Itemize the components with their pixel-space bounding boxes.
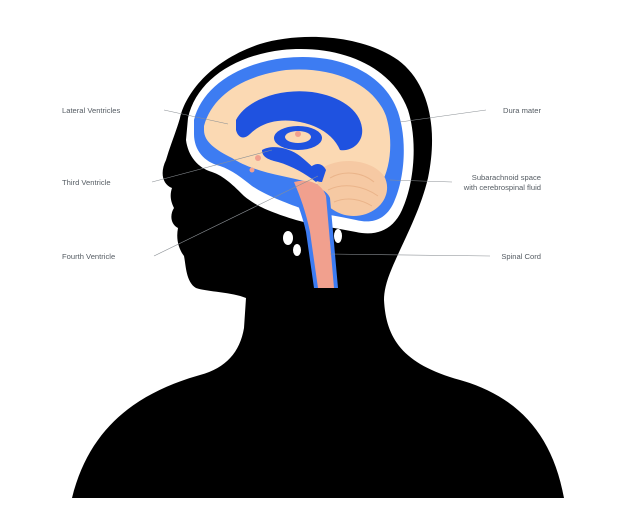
node-left-upper [283,231,293,245]
label-third-ventricle: Third Ventricle [62,178,111,187]
leader-dura-mater [399,109,487,123]
node-right [334,229,342,243]
label-dura-mater: Dura mater [503,106,541,115]
leader-spinal-cord [329,253,491,257]
pituitary [249,167,255,173]
leader-lateral-ventricles [163,109,229,125]
label-fourth-ventricle: Fourth Ventricle [62,252,115,261]
cerebellum-folia [327,172,379,207]
leader-subarachnoid [389,179,453,183]
label-spinal-cord: Spinal Cord [501,252,541,261]
label-lateral-ventricles: Lateral Ventricles [62,106,120,115]
leader-fourth-ventricle [153,175,319,257]
cerebellum [317,161,388,217]
label-subarachnoid-line1: Subarachnoid space [472,173,541,182]
fourth-ventricle [308,164,326,182]
label-subarachnoid-line2: with cerebrospinal fluid [463,183,541,192]
interthalamic-adhesion [295,131,301,137]
brainstem [294,180,334,288]
pineal [255,155,261,161]
leader-lines [151,109,491,257]
leader-third-ventricle [151,149,273,183]
lateral-ventricle [236,91,363,151]
cerebral-aqueduct [262,147,322,182]
node-left-lower [293,244,301,256]
